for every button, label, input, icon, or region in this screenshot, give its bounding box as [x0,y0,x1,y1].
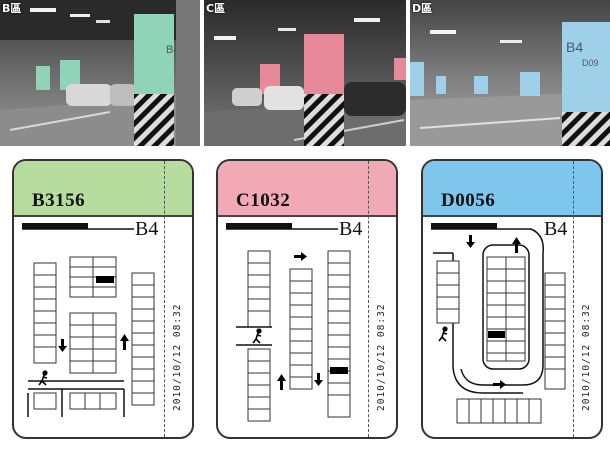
ticket-header-b: B3156 [14,161,192,217]
right-arrow-icon [493,380,506,389]
photo-zone-b: B4 B區 [0,0,200,146]
timestamp-d: 2010/10/12 08:32 [581,303,592,411]
space-code-d: D0056 [441,190,496,211]
perforation-line [164,161,165,437]
parking-photos: B4 B區 [0,0,610,146]
down-arrow-icon [314,373,323,386]
up-arrow-icon [512,237,521,253]
parking-map-b [22,223,155,417]
pedestrian-icon [438,326,448,342]
up-arrow-icon [277,374,286,390]
timestamp-b: 2010/10/12 08:32 [172,303,183,411]
pedestrian-icon [252,328,262,344]
photo-zone-c: C區 [204,0,406,146]
zone-label-b: B區 [2,2,22,15]
parking-ticket-c: C1032 B4 2010/10/12 08:32 [216,159,398,439]
timestamp-c: 2010/10/12 08:32 [376,303,387,411]
parking-ticket-b: B3156 B4 2010/10/12 08:32 [12,159,194,439]
svg-text:B4: B4 [566,39,583,55]
perforation-line [573,161,574,437]
right-arrow-icon [294,252,307,261]
floor-label-d: B4 [544,218,568,240]
floor-label-b: B4 [135,218,159,240]
zone-label-d: D區 [412,2,433,15]
up-arrow-icon [120,334,129,350]
space-code-b: B3156 [32,190,86,211]
parking-ticket-d: D0056 B4 2010/10/12 08:32 [421,159,603,439]
parking-map-c [226,223,351,422]
ticket-header-c: C1032 [218,161,396,217]
floor-label-c: B4 [339,218,363,240]
parking-map-d [431,223,566,424]
down-arrow-icon [466,235,475,248]
photo-zone-d: B4 D09 D區 [410,0,610,146]
svg-text:D09: D09 [582,58,599,68]
zone-label-c: C區 [206,2,226,15]
ticket-header-d: D0056 [423,161,601,217]
pedestrian-icon [38,370,48,386]
perforation-line [368,161,369,437]
space-code-c: C1032 [236,190,291,211]
down-arrow-icon [58,339,67,352]
